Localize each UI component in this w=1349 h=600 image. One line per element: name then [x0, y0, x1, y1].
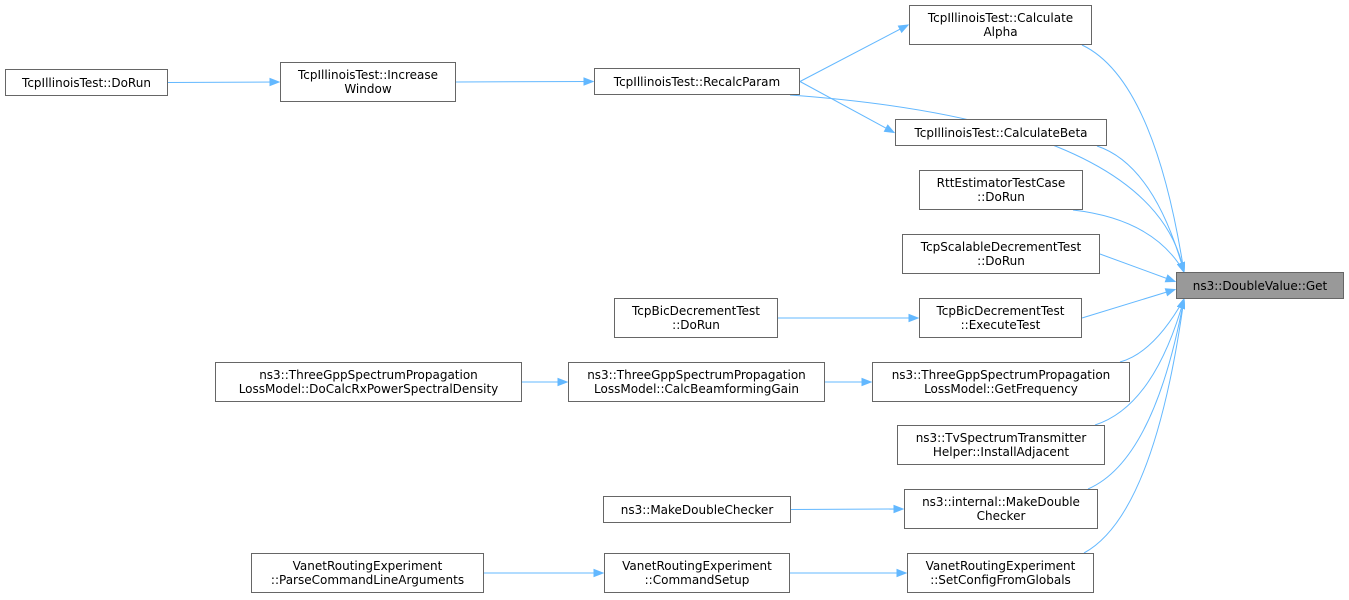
node-label: ::ParseCommandLineArguments [270, 573, 465, 587]
node-label: ns3::ThreeGppSpectrumPropagation [587, 368, 806, 382]
edge-arrowhead [897, 24, 910, 34]
node-label: TcpBicDecrementTest [936, 304, 1065, 318]
node-label: Alpha [983, 25, 1018, 39]
node-label: TcpIllinoisTest::Increase [297, 68, 439, 82]
node-label: ns3::ThreeGppSpectrumPropagation [891, 368, 1111, 382]
node-label: LossModel::CalcBeamformingGain [594, 382, 799, 396]
node-label: ::DoRun [672, 318, 720, 332]
node-label: ns3::MakeDoubleChecker [620, 502, 774, 517]
node-rttestimatortestcase-dorun[interactable]: RttEstimatorTestCase ::DoRun [919, 170, 1083, 210]
node-label: ns3::ThreeGppSpectrumPropagation [259, 368, 478, 382]
node-tcpillinoistest-recalcparam[interactable]: TcpIllinoisTest::RecalcParam [594, 68, 800, 95]
node-tcpillinoistest-dorun[interactable]: TcpIllinoisTest::DoRun [5, 69, 168, 96]
node-label: VanetRoutingExperiment [622, 559, 772, 573]
node-label: ::DoRun [977, 254, 1025, 268]
node-label: VanetRoutingExperiment [925, 559, 1076, 573]
edge-scalable_dorun-to-get [1099, 253, 1176, 282]
node-label: Window [344, 82, 392, 96]
edge-arrowhead [583, 77, 595, 86]
node-label: Helper::InstallAdjacent [932, 445, 1070, 459]
node-tcpillinoistest-increase-window[interactable]: TcpIllinoisTest::Increase Window [280, 62, 456, 102]
edge-arrowhead [896, 568, 908, 578]
edge-arrowhead [1164, 288, 1177, 297]
node-tvspectrumtransmitterhelper-installadjacent[interactable]: ns3::TvSpectrumTransmitter Helper::Insta… [897, 425, 1105, 465]
edge-recalc-to-calc_alpha [799, 24, 909, 82]
node-tcpillinoistest-calculatebeta[interactable]: TcpIllinoisTest::CalculateBeta [895, 119, 1107, 146]
node-threegpp-getfrequency[interactable]: ns3::ThreeGppSpectrumPropagation LossMod… [872, 362, 1130, 402]
edge-recalc-to-get [789, 94, 1185, 273]
node-label: ::DoRun [977, 190, 1025, 204]
node-label: VanetRoutingExperiment [292, 559, 443, 573]
node-threegpp-calcbeamforminggain[interactable]: ns3::ThreeGppSpectrumPropagation LossMod… [568, 362, 825, 402]
node-label: TcpIllinoisTest::Calculate [927, 11, 1074, 25]
edge-tv_install-to-get [1094, 298, 1185, 426]
node-label: Checker [976, 509, 1026, 523]
node-label: RttEstimatorTestCase [936, 176, 1066, 190]
node-vanetroutingexperiment-commandsetup[interactable]: VanetRoutingExperiment ::CommandSetup [604, 553, 790, 593]
edge-make_dc-to-internal_mdc [790, 508, 904, 510]
node-label: TcpScalableDecrementTest [920, 240, 1082, 254]
edge-gpp_getfreq-to-get [1119, 298, 1185, 363]
node-internal-makedoublechecker[interactable]: ns3::internal::MakeDouble Checker [904, 489, 1098, 529]
node-tcpbicdecrementtest-executetest[interactable]: TcpBicDecrementTest ::ExecuteTest [919, 298, 1082, 338]
node-label: TcpIllinoisTest::RecalcParam [613, 74, 781, 89]
edge-arrowhead [593, 568, 605, 578]
edge-arrowhead [908, 313, 920, 323]
edge-arrowhead [557, 377, 569, 387]
node-tcpbicdecrementtest-dorun[interactable]: TcpBicDecrementTest ::DoRun [614, 298, 778, 338]
node-tcpscalabledecrementtest-dorun[interactable]: TcpScalableDecrementTest ::DoRun [902, 234, 1100, 274]
node-label: ::CommandSetup [644, 573, 750, 587]
edge-arrowhead [1176, 261, 1186, 274]
edge-vanet_setcfg-to-get [1083, 298, 1185, 554]
node-label: TcpIllinoisTest::DoRun [22, 75, 151, 90]
edge-arrowhead [883, 124, 896, 134]
node-label: LossModel::GetFrequency [924, 382, 1078, 396]
edge-arrowhead [861, 377, 873, 387]
node-label: LossModel::DoCalcRxPowerSpectralDensity [238, 382, 499, 396]
node-tcpillinoistest-calculate-alpha[interactable]: TcpIllinoisTest::Calculate Alpha [909, 5, 1092, 45]
edge-arrowhead [269, 77, 281, 87]
node-label: ns3::internal::MakeDouble [922, 495, 1080, 509]
edge-bic_exec-to-get [1081, 289, 1176, 319]
edge-internal_mdc-to-get [1087, 298, 1185, 490]
node-label: ::ExecuteTest [960, 318, 1041, 332]
edge-arrowhead [1164, 274, 1177, 283]
node-threegpp-docalcrxpowerspectraldensity[interactable]: ns3::ThreeGppSpectrumPropagation LossMod… [215, 362, 522, 402]
node-vanetroutingexperiment-parsecommandlinearguments[interactable]: VanetRoutingExperiment ::ParseCommandLin… [251, 553, 484, 593]
edge-calc_alpha-to-get [1081, 44, 1185, 273]
edge-inc_window-to-recalc [455, 81, 594, 83]
node-doublevalue-get: ns3::DoubleValue::Get [1176, 272, 1344, 299]
node-label: TcpIllinoisTest::CalculateBeta [914, 125, 1088, 140]
edge-recalc-to-calc_beta [799, 81, 895, 133]
edge-illinois_dorun-to-inc_window [167, 81, 280, 83]
edge-rtt_dorun-to-get [1072, 209, 1185, 273]
edge-arrowhead [893, 504, 905, 514]
node-label: ns3::TvSpectrumTransmitter [915, 431, 1087, 445]
edge-calc_beta-to-get [1096, 145, 1185, 273]
edge-arrowhead [1176, 297, 1186, 310]
node-label: ns3::DoubleValue::Get [1192, 278, 1328, 293]
node-vanetroutingexperiment-setconfigfromglobals[interactable]: VanetRoutingExperiment ::SetConfigFromGl… [907, 553, 1094, 593]
node-makedoublechecker[interactable]: ns3::MakeDoubleChecker [603, 496, 791, 523]
node-label: TcpBicDecrementTest [632, 304, 760, 318]
node-label: ::SetConfigFromGlobals [930, 573, 1071, 587]
